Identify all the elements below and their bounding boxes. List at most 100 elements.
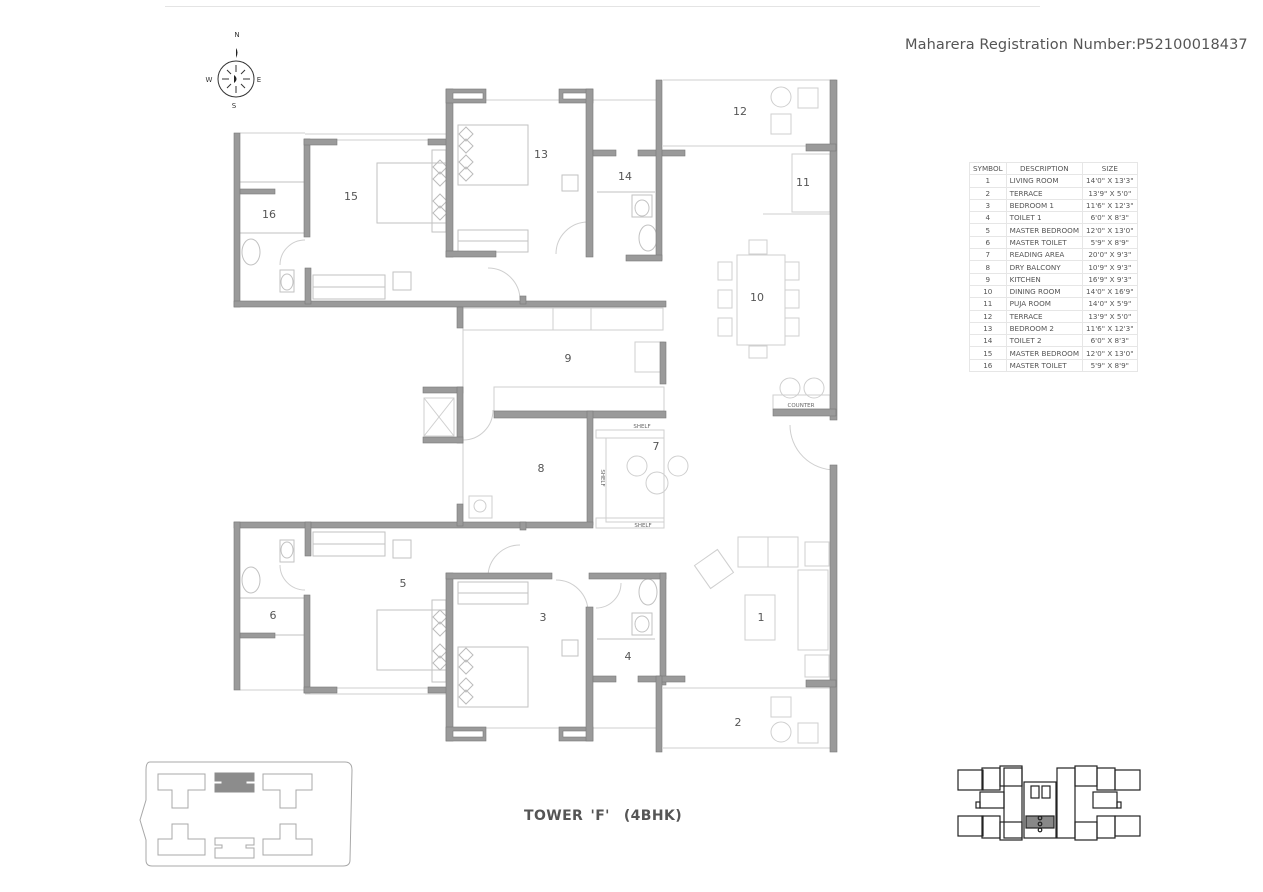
top-divider [165,6,1040,7]
room-label-3: 3 [540,611,547,624]
walls [233,79,838,753]
room-label-14: 14 [618,170,632,183]
cell-size: 16'9" X 9'3" [1082,272,1138,286]
room-label-1: 1 [758,611,765,624]
cell-size: 6'0" X 8'3" [1082,334,1138,348]
shelf-label-side: SHELF [599,469,605,486]
cell-symbol: 8 [969,260,1007,274]
room-label-6: 6 [270,609,277,622]
cell-symbol: 2 [969,186,1007,200]
cell-description: MASTER BEDROOM [1005,346,1084,360]
room-label-9: 9 [565,352,572,365]
unit-type: (4BHK) [623,808,683,824]
cell-size: 5'9" X 8'9" [1082,235,1138,250]
tower-name: TOWER 'F' [524,808,610,824]
cell-symbol: 12 [969,309,1007,323]
room-label-15: 15 [344,190,358,203]
cell-description: TOILET 1 [1005,211,1084,225]
cell-symbol: 10 [969,284,1007,299]
cell-description: LIVING ROOM [1005,174,1084,188]
compass-n: N [234,31,239,39]
cell-description: MASTER BEDROOM [1005,223,1084,237]
cell-size: 20'0" X 9'3" [1082,248,1138,262]
cell-size: 14'0" X 16'9" [1082,284,1138,299]
plan-title: TOWER 'F' (4BHK) [524,808,682,824]
cell-symbol: 11 [969,297,1007,311]
cell-size: 12'0" X 13'0" [1082,223,1138,237]
cell-size: 14'0" X 5'9" [1082,297,1138,311]
floor-key-plan [957,765,1141,841]
cell-symbol: 9 [969,272,1007,286]
cell-size: 13'9" X 5'0" [1082,186,1138,200]
cell-symbol: 14 [969,334,1007,348]
cell-size: 14'0" X 13'3" [1082,174,1138,188]
cell-size: 13'9" X 5'0" [1082,309,1138,323]
cell-symbol: 5 [969,223,1007,237]
room-labels: 1 2 3 4 5 6 7 8 9 10 11 12 13 14 15 16 S… [262,105,815,729]
shelf-label-top: SHELF [633,424,650,430]
cell-symbol: 7 [969,248,1007,262]
cell-description: TERRACE [1005,309,1084,323]
cell-description: READING AREA [1005,248,1084,262]
compass-w: W [206,76,213,84]
table-header-row: SYMBOL DESCRIPTION SIZE [969,161,1138,176]
cell-description: BEDROOM 1 [1005,198,1084,213]
room-label-5: 5 [400,577,407,590]
registration-number: Maharera Registration Number:P5210001843… [905,37,1248,53]
cell-size: 5'9" X 8'9" [1082,358,1138,373]
cell-symbol: 13 [969,321,1007,336]
cell-size: 10'9" X 9'3" [1082,260,1138,274]
site-key-plan [139,761,353,867]
header-symbol: SYMBOL [969,161,1007,176]
cell-description: DINING ROOM [1005,284,1084,299]
room-label-2: 2 [735,716,742,729]
compass-icon: N W E S [206,31,262,110]
cell-description: DRY BALCONY [1005,260,1084,274]
room-label-4: 4 [625,650,632,663]
cell-size: 12'0" X 13'0" [1082,346,1138,360]
cell-symbol: 16 [969,358,1007,373]
cell-size: 11'6" X 12'3" [1082,321,1138,336]
header-description: DESCRIPTION [1005,161,1084,176]
room-label-11: 11 [796,176,810,189]
cell-symbol: 1 [969,174,1007,188]
room-label-7: 7 [653,440,660,453]
cell-description: BEDROOM 2 [1005,321,1084,336]
cell-description: MASTER TOILET [1005,358,1084,373]
cell-size: 6'0" X 8'3" [1082,211,1138,225]
room-label-10: 10 [750,291,764,304]
compass-e: E [257,76,261,84]
room-label-13: 13 [534,148,548,161]
room-label-16: 16 [262,208,276,221]
cell-description: MASTER TOILET [1005,235,1084,250]
cell-symbol: 6 [969,235,1007,250]
header-size: SIZE [1082,161,1138,176]
cell-description: PUJA ROOM [1005,297,1084,311]
room-label-12: 12 [733,105,747,118]
cell-symbol: 4 [969,211,1007,225]
cell-description: TERRACE [1005,186,1084,200]
cell-description: TOILET 2 [1005,334,1084,348]
cell-size: 11'6" X 12'3" [1082,198,1138,213]
room-label-8: 8 [538,462,545,475]
shelf-label-bottom: SHELF [634,523,651,529]
counter-label: COUNTER [788,403,815,409]
compass-s: S [232,102,237,110]
